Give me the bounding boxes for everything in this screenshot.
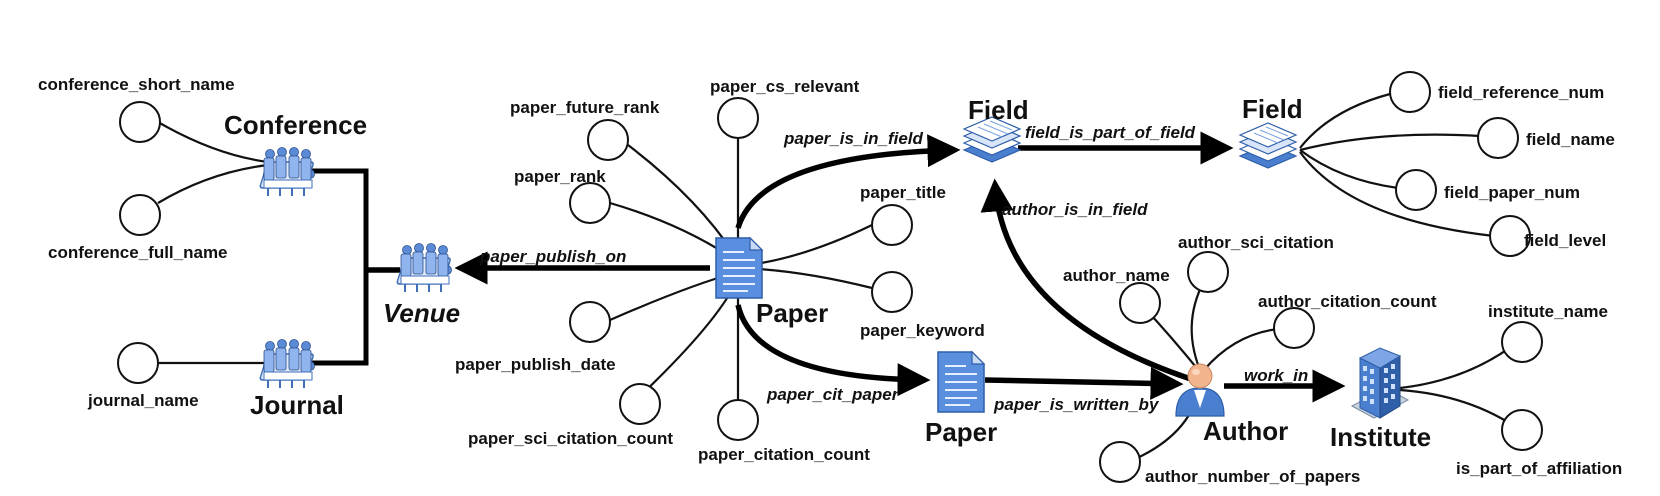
attr-circle xyxy=(569,182,611,224)
attr-circle xyxy=(717,97,759,139)
attr-circle xyxy=(871,271,913,313)
attr-label-is-part-of-affiliation: is_part_of_affiliation xyxy=(1456,459,1622,478)
attribute-edges xyxy=(157,92,1521,468)
layers-icon xyxy=(1239,122,1297,169)
meeting-room-icon xyxy=(258,146,316,197)
meeting-room-icon xyxy=(258,338,316,389)
attr-label-author-sci-citation: author_sci_citation xyxy=(1178,233,1334,252)
attr-label-conference-full-name: conference_full_name xyxy=(48,243,228,262)
building-icon xyxy=(1351,347,1409,419)
attr-label-paper-future-rank: paper_future_rank xyxy=(510,98,660,117)
attr-circle xyxy=(119,101,161,143)
attr-circle xyxy=(1501,321,1543,363)
relation-label-paper-is-written-by: paper_is_written_by xyxy=(993,395,1160,414)
attr-label-field-paper-num: field_paper_num xyxy=(1444,183,1580,202)
attr-circle xyxy=(871,204,913,246)
attr-circle xyxy=(117,342,159,384)
attr-circle xyxy=(587,119,629,161)
relation-edges xyxy=(300,131,1346,403)
relation-label-work-in: work_in xyxy=(1244,366,1308,385)
entity-label-conference: Conference xyxy=(224,110,367,140)
attr-label-paper-title: paper_title xyxy=(860,183,946,202)
attr-label-field-level: field_level xyxy=(1524,231,1606,250)
attr-label-paper-publish-date: paper_publish_date xyxy=(455,355,616,374)
meeting-room-icon xyxy=(395,242,453,293)
attr-label-institute-name: institute_name xyxy=(1488,302,1608,321)
attr-label-field-name: field_name xyxy=(1526,130,1615,149)
attr-circle xyxy=(1273,307,1315,349)
attr-circle xyxy=(1489,215,1531,257)
entity-label-paper-main: Paper xyxy=(756,298,828,328)
attr-circle xyxy=(1395,169,1437,211)
attr-label-conference-short-name: conference_short_name xyxy=(38,75,235,94)
attr-label-author-citation-count: author_citation_count xyxy=(1258,292,1437,311)
relation-label-field-is-part-of-field: field_is_part_of_field xyxy=(1025,123,1196,142)
attr-label-paper-keyword: paper_keyword xyxy=(860,321,985,340)
entity-label-paper-cited: Paper xyxy=(925,417,997,447)
attr-circle xyxy=(569,301,611,343)
document-icon xyxy=(937,351,985,413)
entity-label-journal: Journal xyxy=(250,390,344,420)
person-icon xyxy=(1175,363,1225,417)
entity-label-institute: Institute xyxy=(1330,422,1431,452)
entity-label-author: Author xyxy=(1203,416,1288,446)
attr-label-journal-name: journal_name xyxy=(87,391,199,410)
attr-circle xyxy=(1187,251,1229,293)
attr-label-paper-cs-relevant: paper_cs_relevant xyxy=(710,77,860,96)
attr-circle xyxy=(619,383,661,425)
attr-label-paper-citation-count: paper_citation_count xyxy=(698,445,870,464)
attr-circle xyxy=(119,194,161,236)
attr-circle xyxy=(1477,117,1519,159)
entity-label-venue: Venue xyxy=(383,298,460,328)
entity-label-field-b: Field xyxy=(1242,94,1303,124)
attr-circle xyxy=(1389,71,1431,113)
attribute-circles xyxy=(117,71,1543,483)
attr-circle xyxy=(1501,409,1543,451)
entity-label-field-a: Field xyxy=(968,95,1029,125)
attr-label-field-reference-num: field_reference_num xyxy=(1438,83,1604,102)
relation-label-author-is-in-field: author_is_in_field xyxy=(1002,200,1148,219)
attr-label-paper-sci-citation-count: paper_sci_citation_count xyxy=(468,429,673,448)
relation-label-paper-cit-paper: paper_cit_paper xyxy=(766,385,900,404)
document-icon xyxy=(715,237,763,299)
attr-circle xyxy=(717,399,759,441)
attr-label-author-number-of-papers: author_number_of_papers xyxy=(1145,467,1360,486)
relation-label-paper-publish-on: paper_publish_on xyxy=(479,247,626,266)
relation-label-paper-is-in-field: paper_is_in_field xyxy=(783,129,924,148)
attr-label-paper-rank: paper_rank xyxy=(514,167,606,186)
attr-circle xyxy=(1119,282,1161,324)
attr-circle xyxy=(1099,441,1141,483)
attr-label-author-name: author_name xyxy=(1063,266,1170,285)
